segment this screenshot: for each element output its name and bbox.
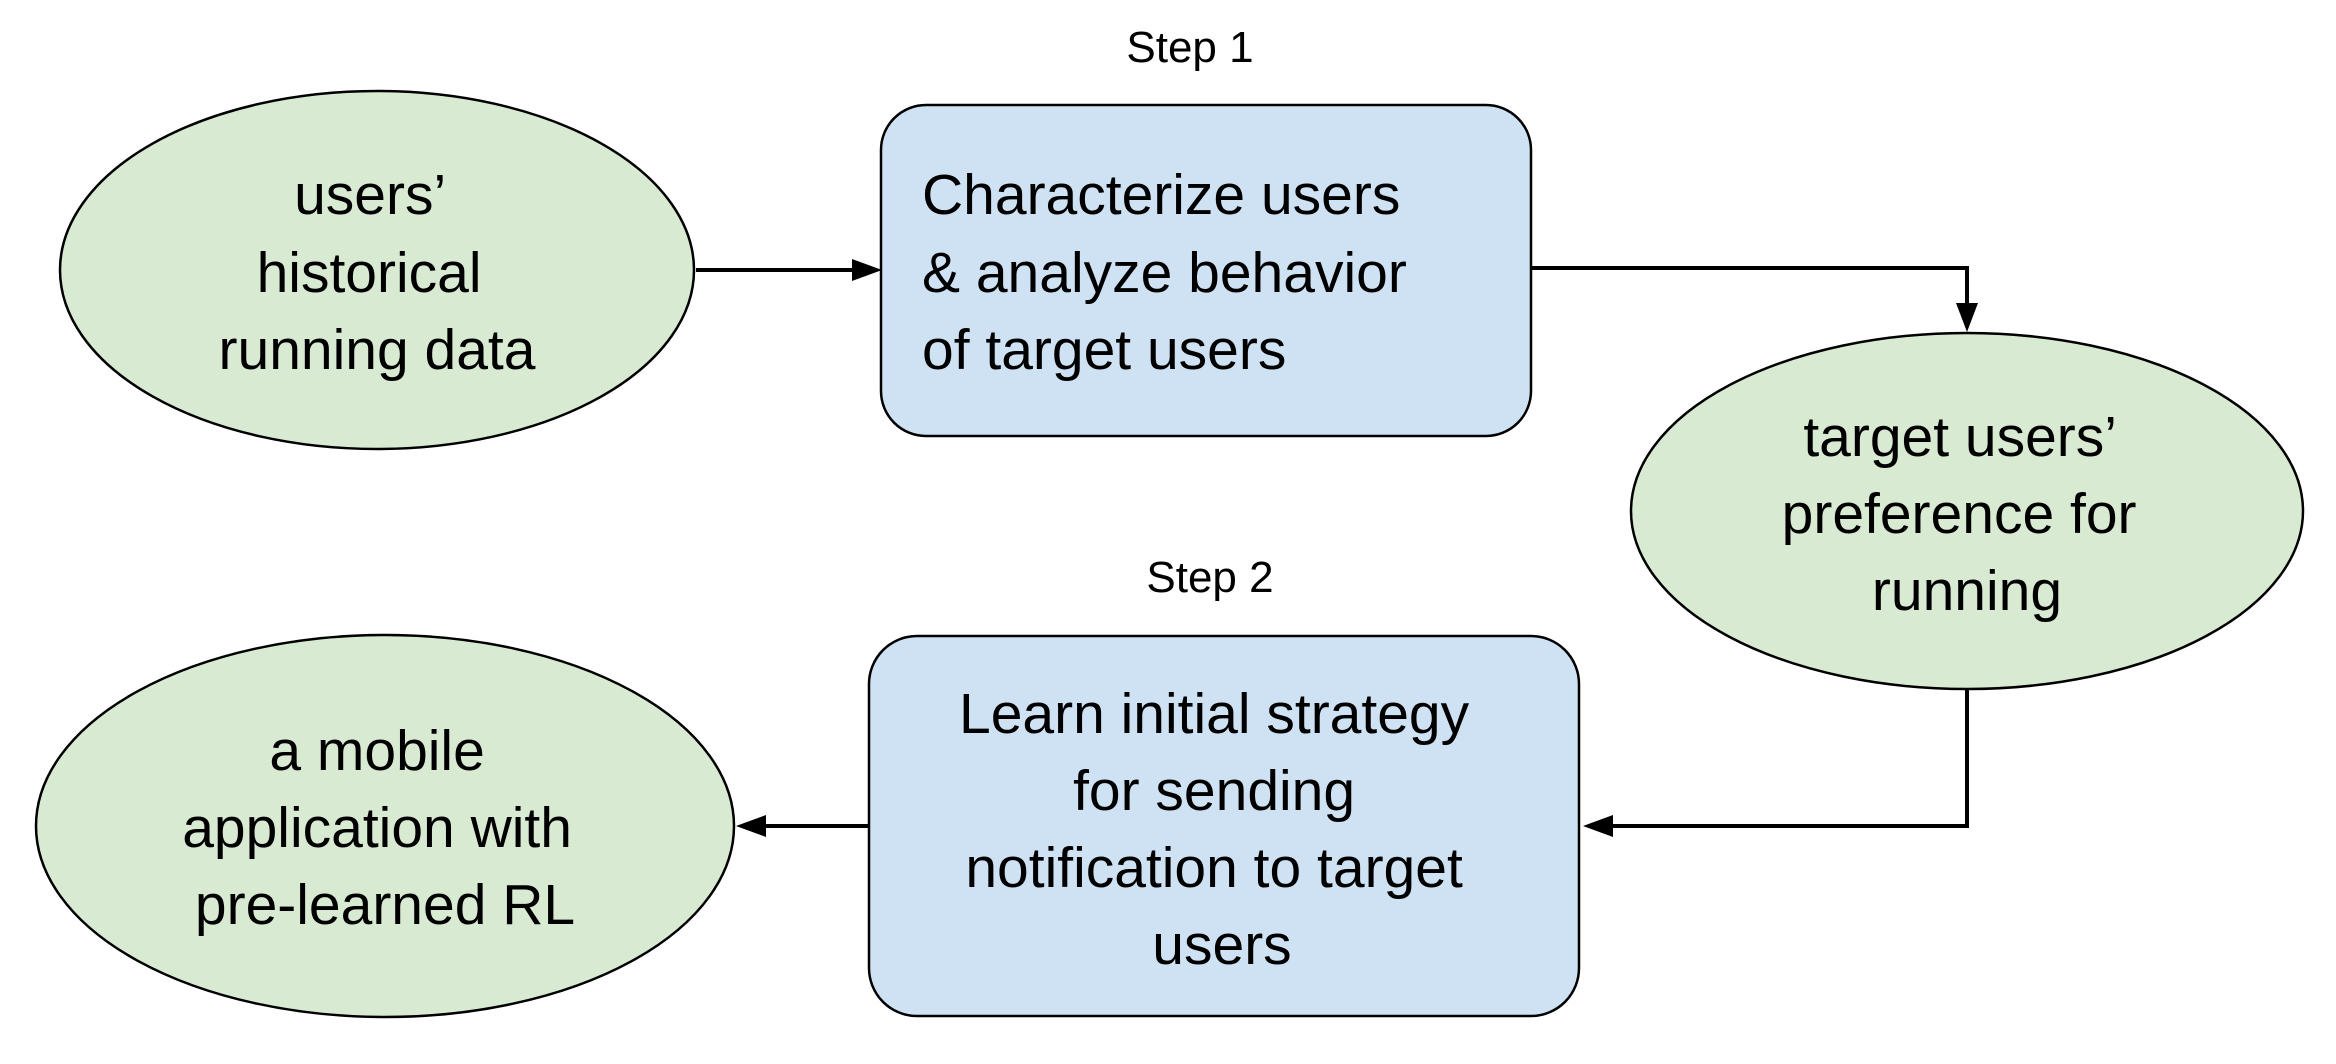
node-preference-text: target users’ preference for running <box>1782 405 2153 623</box>
node-historical-data-shape <box>58 89 696 451</box>
text-line: & analyze behavior <box>922 241 1407 305</box>
node-mobile-app-text: a mobile application with pre-learned RL <box>182 719 588 937</box>
node-mobile-app-shape <box>34 633 736 1019</box>
node-preference-shape <box>1629 331 2305 691</box>
text-line: running data <box>219 318 536 382</box>
text-line: notification to target <box>965 836 1463 900</box>
node-historical-data-text: users’ historical running data <box>219 163 536 382</box>
node-characterize-text: Characterize users & analyze behavior of… <box>922 163 1423 382</box>
step-2-label: Step 2 <box>1146 553 1273 602</box>
text-line: a mobile <box>269 719 484 783</box>
node-preference: target users’ preference for running <box>1629 331 2305 691</box>
text-line: application with <box>182 796 572 860</box>
text-line: running <box>1872 559 2062 623</box>
node-characterize: Characterize users & analyze behavior of… <box>879 103 1533 438</box>
node-historical-data: users’ historical running data <box>58 89 696 451</box>
step-1-label: Step 1 <box>1126 23 1253 72</box>
node-learn-strategy-text: Learn initial strategy for sending notif… <box>959 682 1485 977</box>
edge-learn-strategy-to-mobile-app <box>736 815 868 837</box>
text-line: for sending <box>1073 759 1355 823</box>
text-line: pre-learned RL <box>195 873 575 937</box>
text-line: users’ <box>294 163 444 227</box>
text-line: historical <box>257 241 482 305</box>
edge-historical-to-characterize <box>696 259 882 281</box>
edge-characterize-to-preference <box>1532 266 1978 332</box>
edge-preference-to-learn-strategy <box>1583 690 1969 837</box>
node-characterize-shape <box>879 103 1533 438</box>
text-line: Characterize users <box>922 163 1400 227</box>
text-line: of target users <box>922 318 1286 382</box>
text-line: users <box>1152 913 1291 977</box>
node-learn-strategy: Learn initial strategy for sending notif… <box>867 634 1581 1018</box>
node-mobile-app: a mobile application with pre-learned RL <box>34 633 736 1019</box>
text-line: Learn initial strategy <box>959 682 1470 746</box>
text-line: target users’ <box>1803 405 2115 469</box>
text-line: preference for <box>1782 482 2137 546</box>
node-learn-strategy-shape <box>867 634 1581 1018</box>
